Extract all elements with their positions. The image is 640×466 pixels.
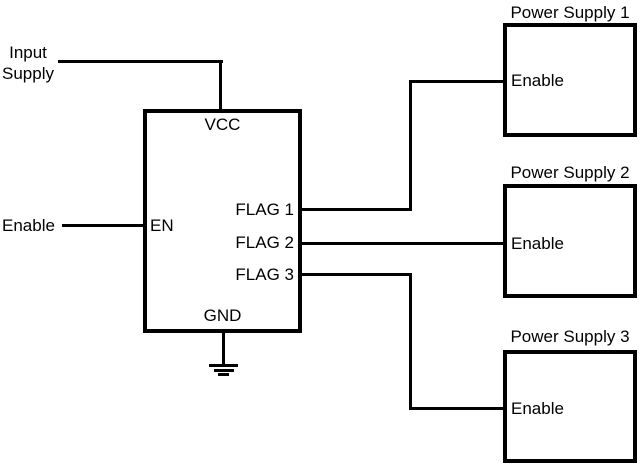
power-supply-1-box bbox=[503, 23, 637, 137]
input-supply-label-line1: Input bbox=[9, 43, 47, 62]
wire-input-supply-vertical bbox=[219, 60, 222, 111]
power-supply-1-enable-label: Enable bbox=[511, 71, 564, 90]
ic-pin-label-gnd: GND bbox=[203, 306, 242, 325]
ic-pin-label-en: EN bbox=[150, 216, 174, 235]
ground-stem bbox=[222, 331, 225, 366]
input-supply-label: Input Supply bbox=[0, 42, 56, 84]
power-supply-1-title: Power Supply 1 bbox=[510, 3, 630, 22]
enable-source-label: Enable bbox=[2, 216, 55, 235]
ground-bar-2 bbox=[214, 369, 234, 372]
power-supply-3-title: Power Supply 3 bbox=[510, 327, 630, 346]
wire-input-supply-horizontal bbox=[58, 60, 223, 63]
ground-bar-1 bbox=[209, 364, 238, 367]
wire-flag1-segment-b bbox=[409, 80, 412, 211]
power-supply-2-box bbox=[503, 184, 637, 298]
wire-flag3-segment-c bbox=[409, 407, 505, 410]
wire-enable-to-en bbox=[62, 224, 147, 227]
input-supply-label-line2: Supply bbox=[2, 64, 54, 83]
ic-pin-label-flag3: FLAG 3 bbox=[235, 265, 294, 284]
wire-flag3-segment-a bbox=[300, 273, 412, 276]
ic-pin-label-vcc: VCC bbox=[204, 115, 241, 134]
wire-flag1-segment-c bbox=[409, 80, 505, 83]
power-supply-3-box bbox=[503, 350, 637, 463]
wire-flag1-segment-a bbox=[300, 208, 412, 211]
ground-bar-3 bbox=[218, 373, 229, 376]
ic-pin-label-flag2: FLAG 2 bbox=[235, 233, 294, 252]
power-supply-2-title: Power Supply 2 bbox=[510, 163, 630, 182]
ic-pin-label-flag1: FLAG 1 bbox=[235, 200, 294, 219]
power-supply-2-enable-label: Enable bbox=[511, 234, 564, 253]
wire-flag3-segment-b bbox=[409, 273, 412, 410]
monitor-ic-box bbox=[143, 109, 302, 333]
power-supply-3-enable-label: Enable bbox=[511, 399, 564, 418]
wire-flag2 bbox=[300, 242, 505, 245]
